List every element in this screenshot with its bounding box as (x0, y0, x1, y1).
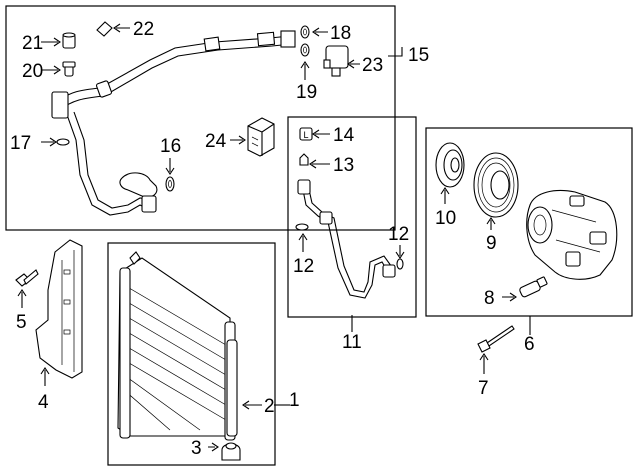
callout-8: 8 (484, 288, 495, 309)
orifice-tube-21 (62, 32, 76, 49)
callout-17: 17 (10, 133, 31, 154)
callout-7: 7 (478, 378, 489, 399)
bracket-4 (35, 239, 83, 379)
callout-4: 4 (38, 392, 49, 413)
compressor-box (425, 127, 633, 317)
oring-16 (165, 176, 175, 192)
callout-13: 13 (333, 155, 354, 176)
receiver-drier-2 (226, 339, 238, 437)
label-tag-14: L (299, 127, 313, 141)
clutch-hub-10 (435, 142, 465, 188)
hose-assembly-box (5, 5, 396, 231)
cover-24 (247, 117, 275, 157)
callout-12-left: 12 (293, 256, 314, 277)
liquid-line-11 (297, 179, 396, 299)
leader-arrows (17, 23, 531, 452)
callout-10: 10 (435, 208, 456, 229)
label-tag-letter: L (303, 130, 308, 140)
oring-12a (295, 223, 309, 231)
oring-19 (300, 43, 310, 57)
callout-9: 9 (486, 233, 497, 254)
callout-5: 5 (16, 312, 27, 333)
bushing-3 (221, 442, 241, 461)
callout-15: 15 (408, 45, 429, 66)
callout-21: 21 (22, 33, 43, 54)
pressure-switch-23 (323, 45, 349, 77)
cap-22 (96, 21, 113, 37)
liquid-line-box (287, 116, 417, 318)
callout-12-right: 12 (388, 224, 409, 245)
callout-22: 22 (133, 19, 154, 40)
callout-23: 23 (362, 55, 383, 76)
oring-17 (56, 138, 70, 146)
bolt-7 (477, 325, 515, 353)
pulley-9 (473, 152, 519, 218)
relief-valve-8 (519, 276, 548, 298)
oring-18 (300, 25, 310, 39)
callout-19: 19 (296, 82, 317, 103)
oring-12b (396, 258, 404, 270)
condenser-box (107, 242, 276, 466)
bolt-5 (15, 269, 39, 287)
callout-16: 16 (160, 136, 181, 157)
callout-11: 11 (342, 332, 362, 353)
callout-3: 3 (191, 438, 202, 459)
cap-13 (299, 153, 309, 166)
callout-20: 20 (22, 61, 43, 82)
compressor-body (526, 189, 618, 280)
callout-14: 14 (333, 125, 355, 146)
callout-18: 18 (330, 23, 351, 44)
suction-discharge-hose (51, 30, 296, 216)
condenser-1 (117, 251, 236, 441)
callout-24: 24 (205, 131, 227, 152)
callout-2: 2 (264, 396, 275, 417)
callout-1: 1 (289, 390, 300, 411)
callout-6: 6 (524, 334, 535, 355)
cap-20 (62, 61, 76, 77)
